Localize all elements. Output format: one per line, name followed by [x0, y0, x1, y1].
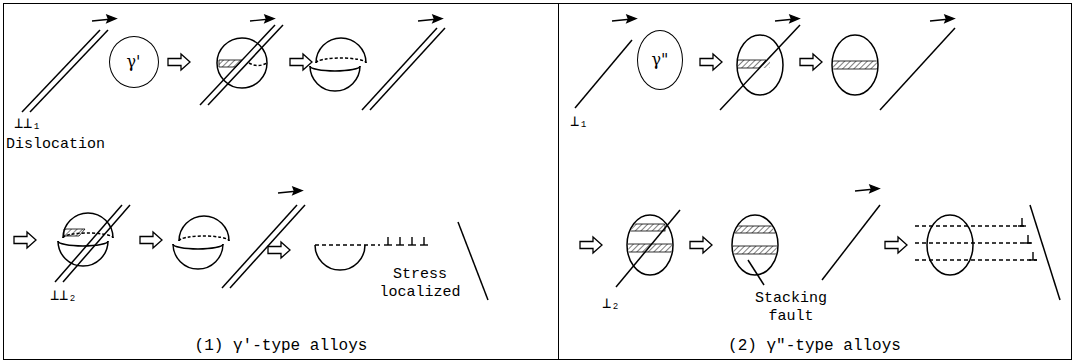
callout-text: Stacking fault	[748, 290, 834, 326]
dislocation-symbol: ⊥₁	[570, 114, 588, 132]
dislocation-symbol: ⊥⊥₁	[14, 116, 41, 134]
dislocation-symbol: ⊥₂	[602, 296, 620, 314]
panel-caption: (1) γ'-type alloys	[4, 337, 558, 355]
panel-box: γ' (1) γ'-type alloys	[3, 3, 559, 360]
precipitate-ellipse: γ"	[637, 30, 683, 90]
panel-caption: (2) γ"-type alloys	[558, 337, 1071, 355]
phase-label: γ"	[652, 50, 669, 69]
precipitate-circle: γ'	[109, 36, 159, 88]
phase-label: γ'	[127, 52, 141, 71]
dislocation-symbol: ⊥⊥₂	[50, 288, 77, 306]
callout-text: Stress localized	[378, 266, 462, 302]
callout-text: Dislocation	[6, 136, 105, 154]
